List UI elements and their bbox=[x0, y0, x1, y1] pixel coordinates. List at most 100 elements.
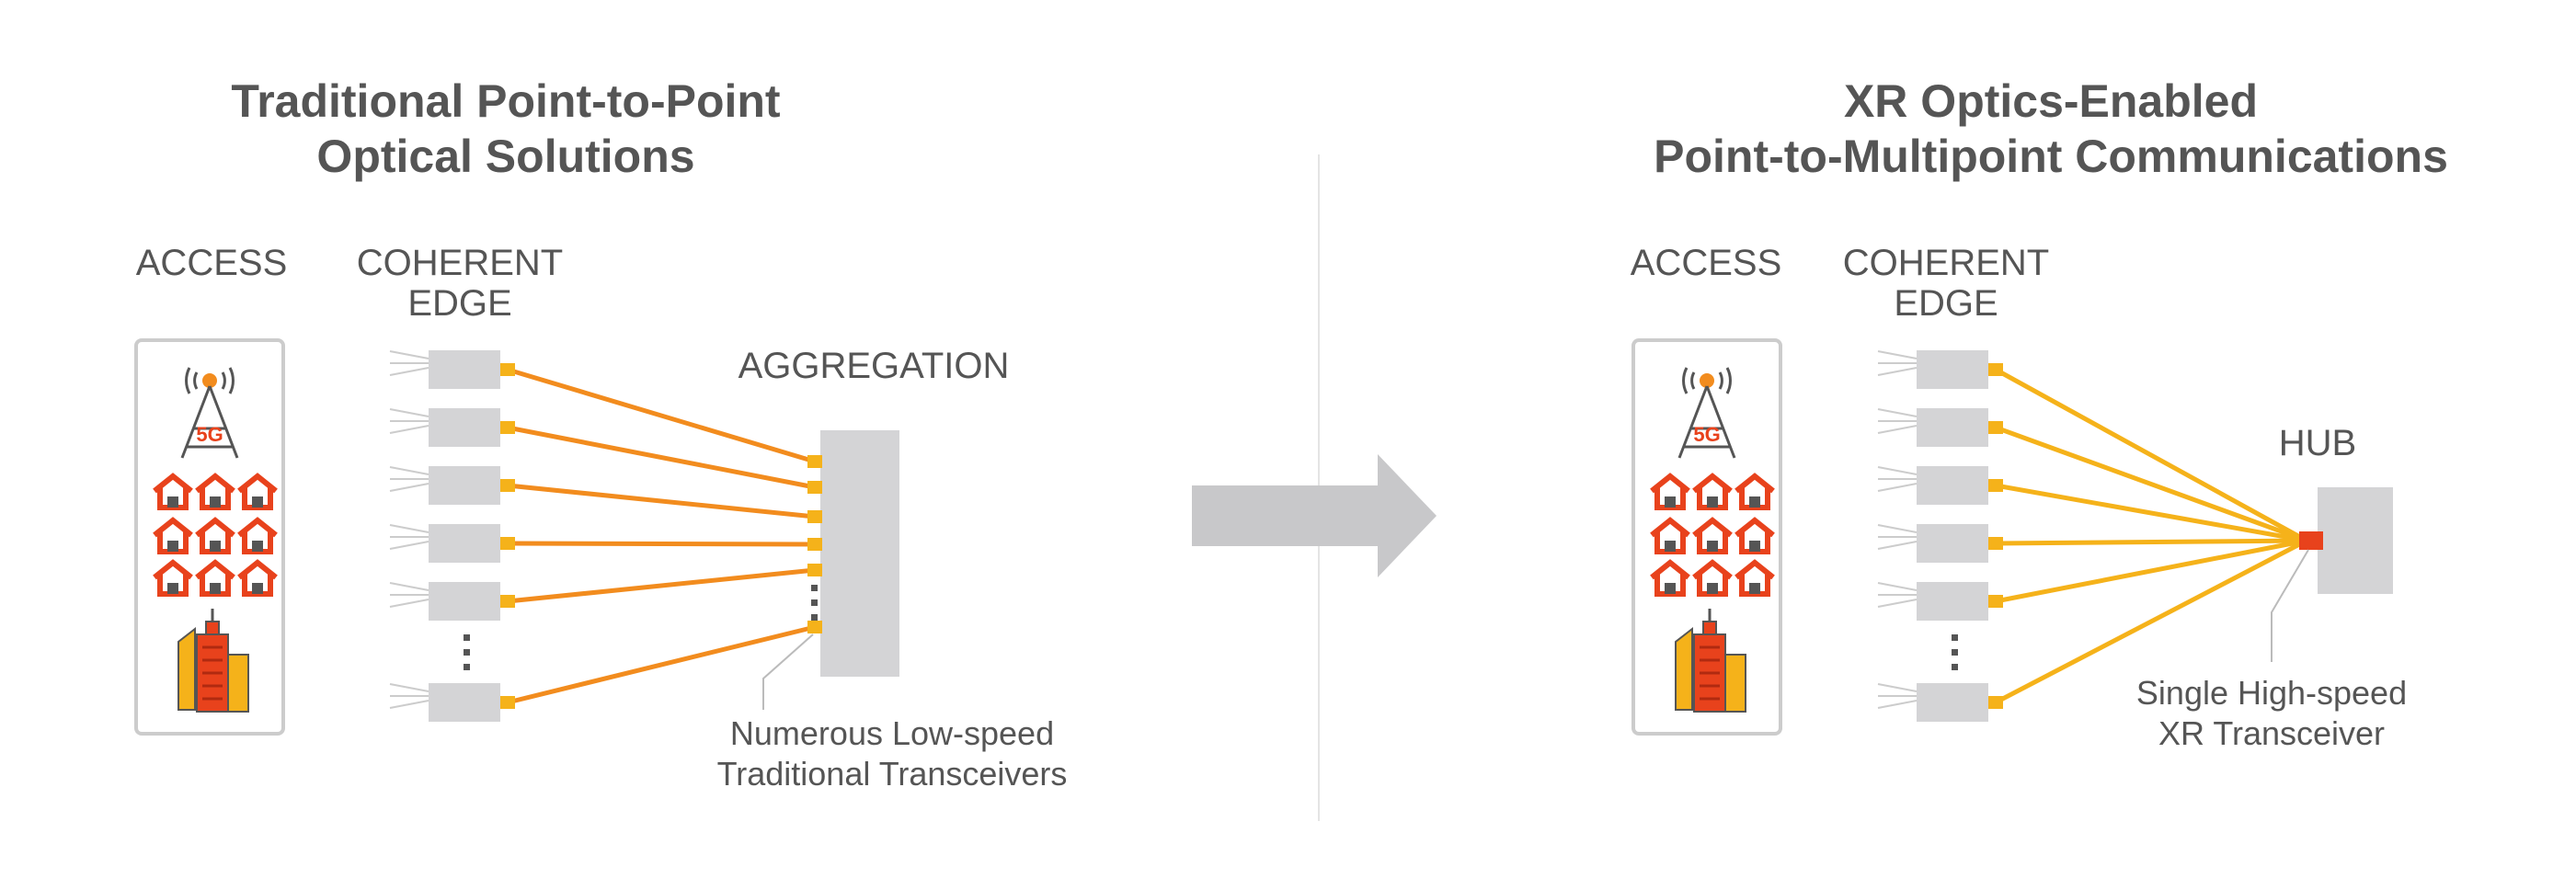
left-title: Traditional Point-to-Point Optical Solut… bbox=[166, 74, 846, 184]
right-link bbox=[1994, 367, 2308, 543]
buildings-icon bbox=[177, 609, 249, 713]
right-link bbox=[1995, 538, 2307, 604]
port bbox=[1988, 479, 2003, 492]
left-fiber-stubs bbox=[389, 350, 429, 709]
house-icon bbox=[195, 473, 235, 510]
aggregation-ellipsis bbox=[811, 585, 819, 629]
house-grid bbox=[153, 473, 278, 597]
right-edge-label: COHERENT EDGE bbox=[1826, 243, 2066, 324]
port bbox=[1988, 363, 2003, 376]
right-edge-box bbox=[1917, 466, 1988, 505]
right-callout-leader bbox=[2271, 549, 2309, 662]
right-links-lines bbox=[1994, 367, 2308, 705]
right-title-line1: XR Optics-Enabled bbox=[1843, 75, 2259, 127]
right-access-icons: 5G bbox=[1650, 367, 1775, 713]
port bbox=[500, 537, 515, 550]
right-callout-line1: Single High-speed bbox=[2135, 674, 2408, 712]
right-edge-label-line2: EDGE bbox=[1894, 283, 1998, 324]
aggregation-box bbox=[820, 430, 899, 677]
right-links bbox=[1877, 350, 2323, 709]
left-callout-line1: Numerous Low-speed bbox=[729, 714, 1055, 752]
5g-tower-icon: 5G bbox=[1677, 367, 1736, 459]
hub-xr-port bbox=[2299, 531, 2323, 550]
left-access-icons: 5G bbox=[153, 367, 278, 713]
left-callout: Numerous Low-speed Traditional Transceiv… bbox=[671, 713, 1113, 794]
left-link bbox=[507, 425, 816, 490]
port bbox=[807, 538, 822, 551]
house-icon bbox=[1650, 517, 1690, 554]
right-edge-box bbox=[1917, 408, 1988, 447]
right-link bbox=[1995, 538, 2307, 546]
left-edge-ports bbox=[500, 363, 515, 709]
left-callout-leader bbox=[762, 633, 814, 710]
left-edge-label: COHERENT EDGE bbox=[340, 243, 579, 324]
left-link bbox=[507, 541, 816, 547]
right-link bbox=[1995, 483, 2307, 543]
right-edge-ports bbox=[1988, 363, 2003, 709]
right-edge-box bbox=[1917, 582, 1988, 621]
right-edge-box bbox=[1917, 350, 1988, 389]
house-icon bbox=[1735, 559, 1775, 597]
house-icon bbox=[195, 517, 235, 554]
port bbox=[1988, 595, 2003, 608]
hub-box bbox=[2318, 487, 2393, 594]
hub-label: HUB bbox=[2278, 423, 2357, 463]
right-callout: Single High-speed XR Transceiver bbox=[2088, 673, 2456, 754]
house-icon bbox=[1692, 517, 1733, 554]
left-access-label: ACCESS bbox=[135, 243, 288, 283]
house-icon bbox=[237, 517, 278, 554]
port bbox=[500, 363, 515, 376]
port bbox=[807, 564, 822, 576]
left-link bbox=[507, 367, 816, 464]
left-title-line1: Traditional Point-to-Point bbox=[231, 75, 781, 127]
right-title-line2: Point-to-Multipoint Communications bbox=[1654, 131, 2448, 182]
port bbox=[1988, 537, 2003, 550]
left-callout-line2: Traditional Transceivers bbox=[716, 755, 1068, 793]
left-title-line2: Optical Solutions bbox=[316, 131, 695, 182]
port bbox=[500, 595, 515, 608]
right-link bbox=[1995, 425, 2307, 543]
left-edge-box bbox=[429, 524, 500, 563]
left-links-lines bbox=[507, 367, 816, 705]
right-edge-label-line1: COHERENT bbox=[1842, 243, 2050, 283]
right-edge-box bbox=[1917, 524, 1988, 563]
port bbox=[500, 479, 515, 492]
left-access-panel: 5G bbox=[134, 338, 285, 736]
left-link bbox=[507, 624, 816, 705]
right-callout-line2: XR Transceiver bbox=[2158, 714, 2386, 752]
transition-arrow bbox=[1192, 454, 1437, 577]
left-edge-box bbox=[429, 582, 500, 621]
port bbox=[807, 510, 822, 523]
port bbox=[807, 621, 822, 633]
house-icon bbox=[1692, 559, 1733, 597]
aggregation-ports bbox=[807, 455, 822, 633]
right-access-label: ACCESS bbox=[1630, 243, 1782, 283]
house-icon bbox=[153, 559, 193, 597]
right-link bbox=[1994, 538, 2308, 705]
5g-label: 5G bbox=[1693, 423, 1720, 446]
right-edge-box bbox=[1917, 683, 1988, 722]
house-icon bbox=[195, 559, 235, 597]
left-link bbox=[507, 567, 816, 604]
buildings-icon bbox=[1675, 609, 1746, 713]
left-edge-label-line1: COHERENT bbox=[356, 243, 564, 283]
house-icon bbox=[237, 473, 278, 510]
left-links bbox=[389, 350, 822, 710]
house-icon bbox=[1650, 559, 1690, 597]
house-icon bbox=[1692, 473, 1733, 510]
right-title: XR Optics-Enabled Point-to-Multipoint Co… bbox=[1563, 74, 2538, 184]
aggregation-label: AGGREGATION bbox=[738, 346, 1010, 386]
right-fiber-stubs bbox=[1877, 350, 1918, 709]
house-icon bbox=[1735, 517, 1775, 554]
house-icon bbox=[153, 473, 193, 510]
left-link bbox=[507, 483, 816, 519]
left-edge-box bbox=[429, 683, 500, 722]
house-icon bbox=[237, 559, 278, 597]
left-edge-box bbox=[429, 350, 500, 389]
house-icon bbox=[153, 517, 193, 554]
house-icon bbox=[1735, 473, 1775, 510]
5g-tower-icon: 5G bbox=[180, 367, 239, 459]
left-ellipsis bbox=[464, 634, 471, 679]
port bbox=[807, 481, 822, 494]
right-access-panel: 5G bbox=[1631, 338, 1782, 736]
